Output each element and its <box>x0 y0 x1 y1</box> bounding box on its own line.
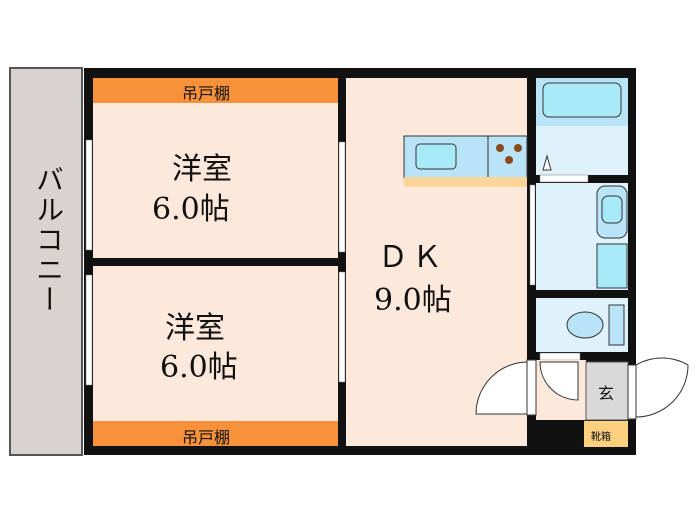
entrance-door[interactable] <box>635 357 689 418</box>
dk-name: ＤＫ <box>378 240 446 275</box>
toilet <box>566 311 604 339</box>
storage-top <box>93 78 338 103</box>
window[interactable] <box>85 274 93 386</box>
sliding-door[interactable] <box>338 271 346 383</box>
storage-bottom-label: 吊戸棚 <box>182 428 231 447</box>
bathtub <box>542 82 622 118</box>
stove-burner <box>514 144 522 152</box>
window[interactable] <box>85 139 93 251</box>
stove-burner <box>505 156 513 164</box>
western-room-2 <box>93 266 338 446</box>
room1-size: 6.0帖 <box>152 192 230 227</box>
dk-door[interactable] <box>475 361 529 415</box>
shoe-box <box>584 421 628 447</box>
shoe-box-label: 靴箱 <box>591 432 611 443</box>
stove-burner <box>496 144 504 152</box>
western-room-1 <box>93 78 338 258</box>
storage-bottom <box>93 421 338 446</box>
sliding-door[interactable] <box>338 141 346 253</box>
room1-name: 洋室 <box>172 152 232 187</box>
washing-machine <box>596 243 628 289</box>
storage-top-label: 吊戸棚 <box>182 84 231 103</box>
bath-door-mark <box>542 154 552 171</box>
kitchen-sink <box>415 143 457 170</box>
room2-name: 洋室 <box>165 311 225 346</box>
dk-size: 9.0帖 <box>374 283 452 318</box>
entrance-label: 玄 <box>598 384 615 403</box>
room2-size: 6.0帖 <box>160 350 238 385</box>
balcony-area <box>9 67 83 456</box>
balcony-label: バルコニー <box>32 165 65 315</box>
